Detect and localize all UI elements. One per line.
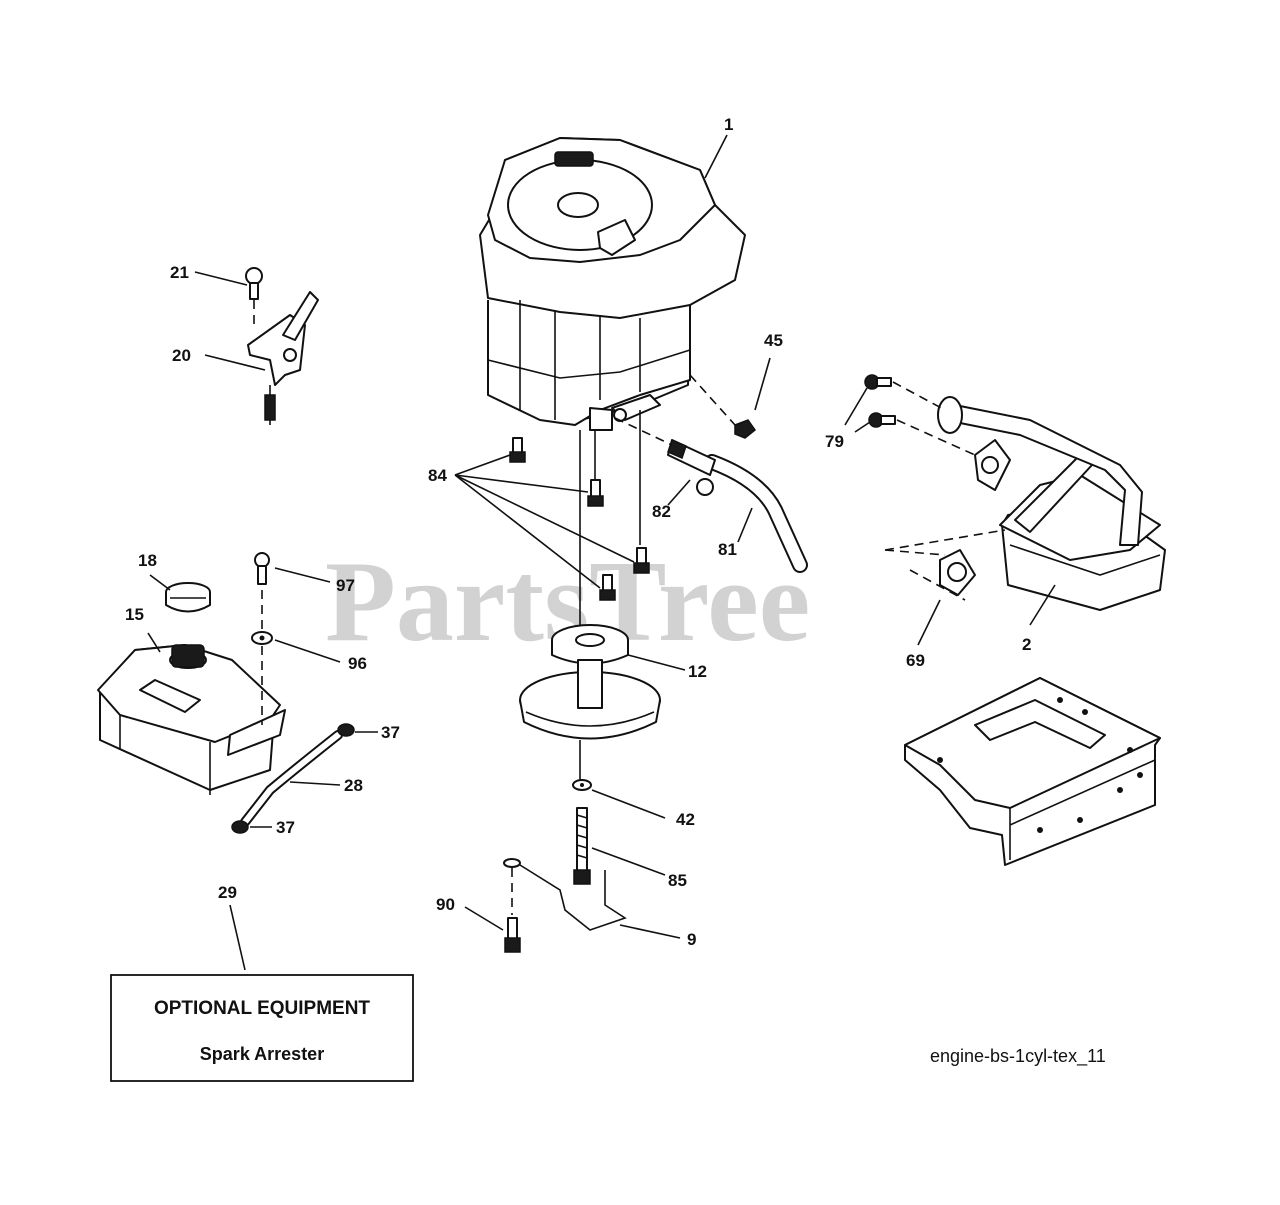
callout-82[interactable]: 82 (652, 502, 671, 521)
clamp-82[interactable] (667, 438, 716, 496)
washer-96[interactable] (251, 631, 273, 645)
bolt-84-group[interactable] (509, 437, 650, 601)
callout-29[interactable]: 29 (218, 883, 237, 902)
nut-45[interactable] (734, 419, 757, 439)
optional-equipment-subtitle: Spark Arrester (200, 1044, 324, 1064)
fuel-cap-18[interactable] (165, 582, 211, 613)
engine-mount-plate[interactable] (904, 677, 1161, 866)
callout-42[interactable]: 42 (676, 810, 695, 829)
callout-12[interactable]: 12 (688, 662, 707, 681)
screw-97[interactable] (254, 552, 270, 585)
bolt-90[interactable] (504, 917, 521, 953)
callout-1[interactable]: 1 (724, 115, 733, 134)
callout-18[interactable]: 18 (138, 551, 157, 570)
pulley-12[interactable] (519, 624, 661, 740)
callout-9[interactable]: 9 (687, 930, 696, 949)
callout-2[interactable]: 2 (1022, 635, 1031, 654)
callout-28[interactable]: 28 (344, 776, 363, 795)
gasket-69[interactable] (939, 549, 976, 596)
screw-21[interactable] (245, 267, 263, 300)
callout-15[interactable]: 15 (125, 605, 144, 624)
bolt-85[interactable] (573, 807, 591, 885)
callout-90[interactable]: 90 (436, 895, 455, 914)
callout-85[interactable]: 85 (668, 871, 687, 890)
muffler-2[interactable] (937, 396, 1166, 611)
callout-21[interactable]: 21 (170, 263, 189, 282)
callout-81[interactable]: 81 (718, 540, 737, 559)
washer-42[interactable] (572, 779, 592, 791)
engine-part-1[interactable] (479, 137, 746, 431)
callout-97[interactable]: 97 (336, 576, 355, 595)
bolt-79-group[interactable] (864, 374, 896, 428)
callout-37-bottom[interactable]: 37 (276, 818, 295, 837)
fuel-line-81[interactable] (704, 454, 808, 573)
fuel-hose-28[interactable] (240, 730, 343, 827)
callout-79[interactable]: 79 (825, 432, 844, 451)
clamp-37-bottom[interactable] (231, 820, 249, 834)
fuel-tank-15[interactable] (97, 644, 286, 795)
callout-69[interactable]: 69 (906, 651, 925, 670)
callout-96[interactable]: 96 (348, 654, 367, 673)
callout-20[interactable]: 20 (172, 346, 191, 365)
callout-45[interactable]: 45 (764, 331, 783, 350)
callout-37-top[interactable]: 37 (381, 723, 400, 742)
clamp-37-top[interactable] (337, 723, 355, 737)
diagram-reference: engine-bs-1cyl-tex_11 (930, 1046, 1106, 1067)
optional-equipment-title: OPTIONAL EQUIPMENT (154, 998, 370, 1019)
throttle-bracket-20[interactable] (247, 291, 319, 425)
rod-9[interactable] (503, 858, 627, 931)
callout-84[interactable]: 84 (428, 466, 447, 485)
optional-equipment-box: OPTIONAL EQUIPMENT Spark Arrester (110, 974, 414, 1082)
